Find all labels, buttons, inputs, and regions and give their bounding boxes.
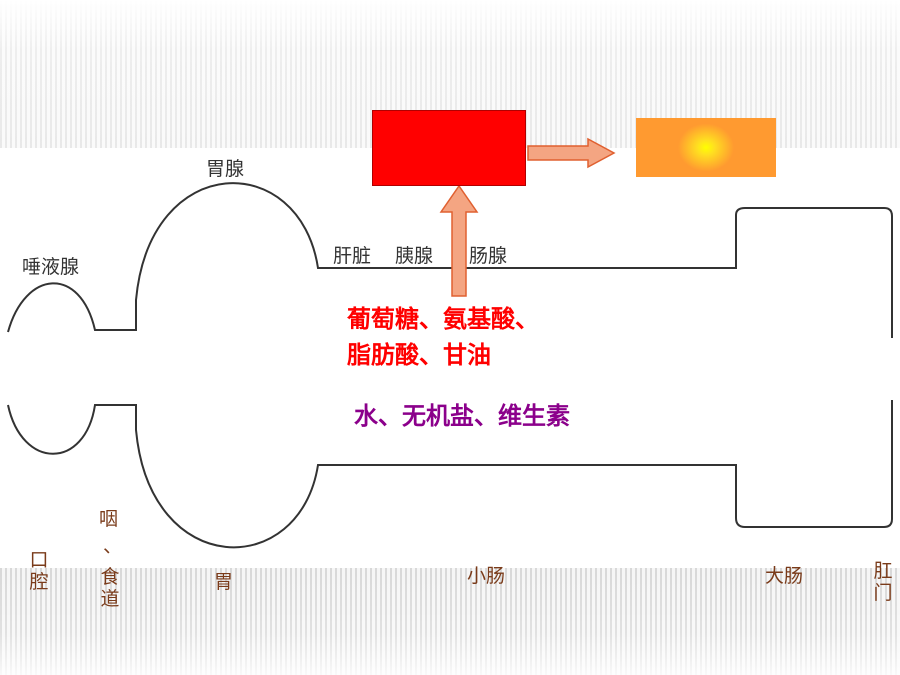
blood-circulation-box (372, 110, 526, 186)
liver-label: 肝脏 (333, 245, 372, 267)
transport-arrow-right (527, 137, 616, 169)
anus-label: 肛门 (873, 560, 893, 604)
nutrients-line-2: 脂肪酸、甘油 (347, 341, 491, 369)
small-intestine-label: 小肠 (467, 565, 506, 587)
mouth-label: 口腔 (29, 549, 49, 593)
salivary-gland-label: 唾液腺 (22, 256, 80, 278)
pharynx-label: 咽 (99, 508, 119, 530)
nutrients-line-3: 水、无机盐、维生素 (354, 402, 570, 430)
esophagus-label: 食道 (100, 566, 120, 610)
absorption-arrow-up (439, 184, 479, 297)
tract-lower-outline (7, 400, 893, 549)
background-fade-bottom (0, 568, 900, 675)
pharynx-separator: 、 (103, 535, 123, 557)
gastric-gland-label: 胃腺 (206, 158, 245, 180)
nutrients-line-1: 葡萄糖、氨基酸、 (347, 305, 539, 333)
pancreas-label: 胰腺 (395, 245, 434, 267)
intestinal-gland-label: 肠腺 (469, 245, 508, 267)
tract-upper-outline (7, 182, 893, 338)
tissue-cell-box (636, 118, 776, 177)
large-intestine-label: 大肠 (765, 565, 804, 587)
stomach-label: 胃 (214, 571, 234, 593)
